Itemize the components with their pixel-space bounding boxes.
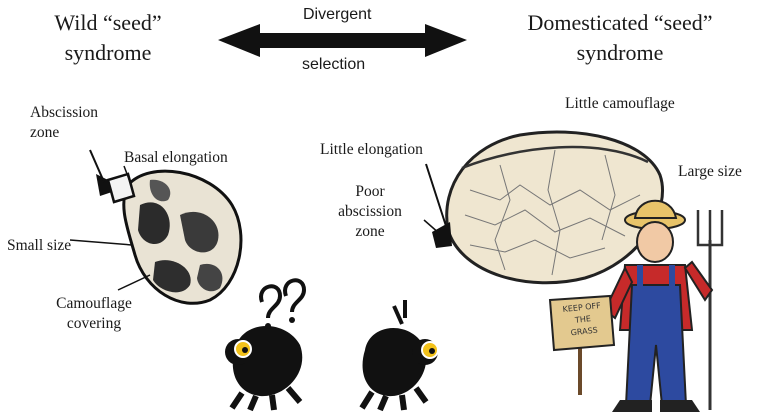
label-basal-elongation: Basal elongation: [124, 148, 228, 168]
domesticated-syndrome-title: Domesticated “seed” syndrome: [505, 8, 735, 68]
label-abscission-line2: zone: [30, 123, 98, 143]
dom-title-line1: Domesticated “seed”: [505, 8, 735, 38]
label-camouflage-line2: covering: [44, 314, 144, 334]
label-abscission-zone: Abscission zone: [30, 103, 98, 143]
wild-syndrome-title: Wild “seed” syndrome: [28, 8, 188, 68]
sign-text: KEEP OFF THE GRASS: [554, 299, 611, 340]
wild-title-line2: syndrome: [28, 38, 188, 68]
arrow-label-bottom: selection: [302, 56, 365, 74]
wild-title-line1: Wild “seed”: [28, 8, 188, 38]
divergent-arrow: [218, 24, 467, 57]
label-camouflage-line1: Camouflage: [44, 294, 144, 314]
label-poor-abscission-zone: Poor abscission zone: [320, 182, 420, 242]
arrow-label-top: Divergent: [303, 6, 371, 24]
label-abscission-line1: Abscission: [30, 103, 98, 123]
label-poor-line3: zone: [320, 222, 420, 242]
beetle-left: [225, 280, 304, 410]
label-little-camouflage: Little camouflage: [565, 94, 675, 114]
domesticated-seed: [424, 132, 663, 283]
label-large-size: Large size: [678, 162, 742, 182]
beetle-right: [362, 300, 438, 410]
label-camouflage-covering: Camouflage covering: [44, 294, 144, 334]
label-little-elongation: Little elongation: [320, 140, 423, 160]
label-poor-line1: Poor: [320, 182, 420, 202]
dom-title-line2: syndrome: [505, 38, 735, 68]
label-poor-line2: abscission: [320, 202, 420, 222]
label-small-size: Small size: [7, 236, 71, 256]
wild-seed: [70, 150, 241, 303]
